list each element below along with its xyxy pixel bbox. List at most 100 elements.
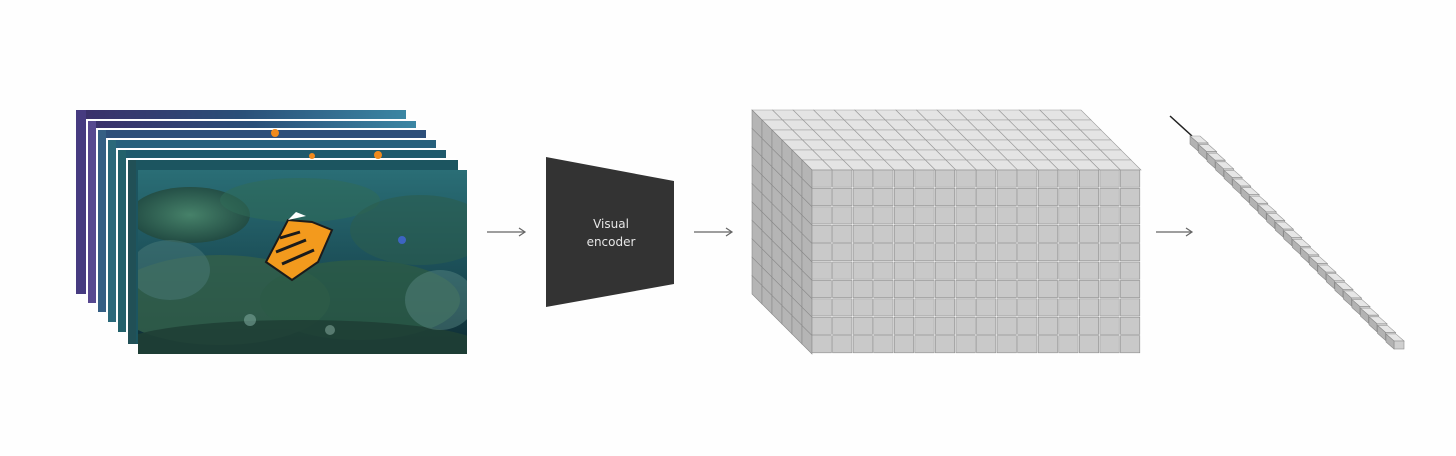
token-cube — [976, 169, 997, 188]
token-cube — [811, 298, 832, 317]
token-cube — [852, 261, 873, 280]
token-cube — [1099, 224, 1120, 243]
token-cube — [811, 261, 832, 280]
token-grid-3d — [751, 109, 1142, 355]
token-cube — [914, 243, 935, 262]
token-cube — [873, 206, 894, 225]
encoder-label-line1: Visual — [593, 217, 629, 231]
token-cube — [914, 316, 935, 335]
arrow-encoder-to-grid — [694, 227, 734, 237]
token-cube — [1017, 335, 1038, 354]
token-cube — [935, 335, 956, 354]
token-cube — [852, 280, 873, 298]
token-cube — [955, 224, 976, 243]
reef-strip — [76, 110, 86, 294]
token-cube — [811, 169, 832, 188]
token-cube — [1079, 261, 1099, 280]
arrow-grid-to-sequence — [1156, 227, 1194, 237]
token-cube — [1037, 224, 1058, 243]
token-cube — [1120, 261, 1141, 280]
token-cube — [914, 188, 935, 206]
token-cube — [1058, 280, 1079, 298]
token-cube — [935, 243, 956, 262]
token-cube — [1017, 298, 1038, 317]
token-cube — [1017, 188, 1038, 206]
token-cube — [976, 206, 997, 225]
token-cube — [955, 188, 976, 206]
token-cube — [996, 206, 1017, 225]
token-cube — [1120, 335, 1141, 354]
token-cube — [832, 243, 853, 262]
token-cube — [893, 261, 914, 280]
token-cube — [955, 280, 976, 298]
token-cube — [1058, 316, 1079, 335]
token-cube — [935, 298, 956, 317]
token-cube — [873, 280, 894, 298]
token-cube — [976, 261, 997, 280]
reef-strip — [88, 121, 96, 303]
token-cube — [873, 224, 894, 243]
token-cube — [893, 316, 914, 335]
token-cube — [976, 335, 997, 354]
token-cube — [1120, 169, 1141, 188]
token-cube — [873, 188, 894, 206]
token-cube — [955, 335, 976, 354]
token-cube — [1079, 206, 1099, 225]
token-cube — [832, 224, 853, 243]
token-cube — [955, 243, 976, 262]
token-cube — [1058, 335, 1079, 354]
token-cube — [1099, 316, 1120, 335]
token-cube — [976, 316, 997, 335]
token-cube — [1079, 298, 1099, 317]
token-cube — [1037, 280, 1058, 298]
token-cube — [1037, 243, 1058, 262]
token-cube — [1058, 261, 1079, 280]
visual-encoder: Visual encoder — [546, 157, 674, 307]
token-cube — [832, 316, 853, 335]
reef-strip — [128, 160, 136, 344]
token-cube — [852, 316, 873, 335]
token-cube — [1099, 243, 1120, 262]
token-cube — [811, 280, 832, 298]
encoder-label-line2: encoder — [587, 235, 636, 249]
token-cube — [852, 169, 873, 188]
token-cube — [996, 280, 1017, 298]
token-cube — [996, 335, 1017, 354]
token-cube — [873, 243, 894, 262]
token-cube — [1099, 206, 1120, 225]
token-cube — [1037, 316, 1058, 335]
token-cube — [1120, 206, 1141, 225]
token-cube — [1099, 169, 1120, 188]
token-cube — [873, 335, 894, 354]
token-cube — [832, 261, 853, 280]
token-cube — [852, 243, 873, 262]
token-cube — [1079, 280, 1099, 298]
token-cube — [1017, 224, 1038, 243]
token-cube — [832, 298, 853, 317]
token-cube — [1099, 298, 1120, 317]
token-cube — [914, 280, 935, 298]
token-cube — [1099, 261, 1120, 280]
token-cube — [1017, 243, 1038, 262]
token-cube — [893, 188, 914, 206]
token-cube — [1079, 316, 1099, 335]
token-cube — [996, 261, 1017, 280]
reef-strip — [98, 130, 106, 312]
token-cube — [873, 316, 894, 335]
token-cube — [976, 243, 997, 262]
token-cube — [811, 335, 832, 354]
token-cube — [996, 298, 1017, 317]
token-cube-side — [801, 324, 813, 355]
token-cube — [873, 298, 894, 317]
reef-scene — [138, 178, 467, 354]
token-cube — [873, 169, 894, 188]
token-cube — [976, 298, 997, 317]
token-cube — [935, 206, 956, 225]
token-cube — [955, 316, 976, 335]
token-sequence — [1189, 135, 1405, 350]
token-cube — [1017, 316, 1038, 335]
fish-dot — [309, 153, 315, 159]
token-cube — [1120, 316, 1141, 335]
token-cube — [996, 188, 1017, 206]
